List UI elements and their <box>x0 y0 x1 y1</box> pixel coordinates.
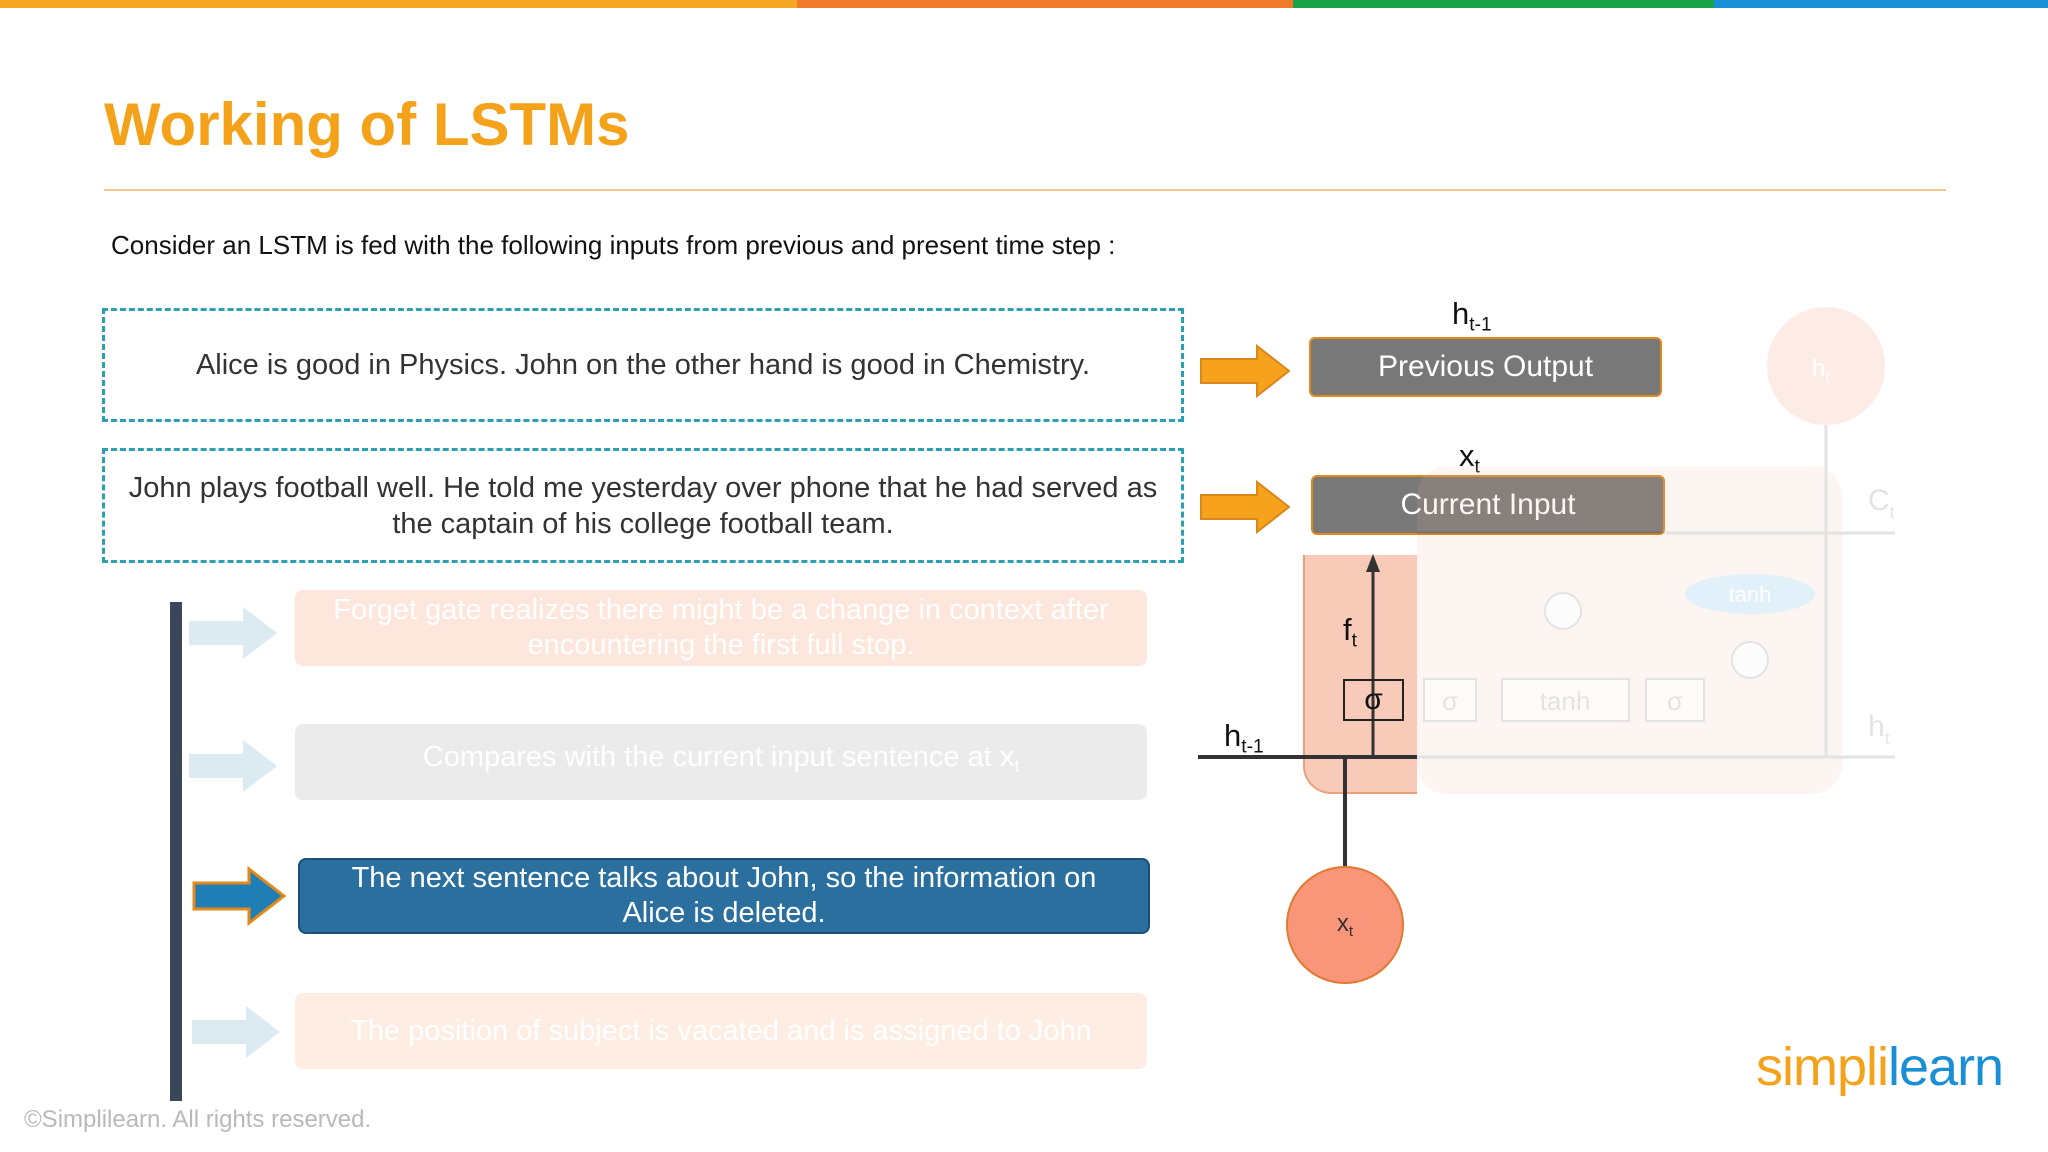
step-4-line: The position of subject is vacated and i… <box>350 1014 1092 1047</box>
forget-gate-column <box>1303 555 1417 794</box>
input-box-current: John plays football well. He told me yes… <box>102 448 1184 563</box>
step-1-line-2: encountering the first full stop. <box>527 629 915 661</box>
right-arrow-icon <box>1200 344 1291 398</box>
h-prev-label: ht-1 <box>1452 296 1492 337</box>
faded-sigma-box <box>1423 678 1477 722</box>
faded-tanh-box <box>1501 678 1630 722</box>
slide-title: Working of LSTMs <box>104 91 630 158</box>
step-subject-assigned: The position of subject is vacated and i… <box>295 993 1147 1069</box>
step-forget-gate: Forget gate realizes there might be a ch… <box>295 590 1147 666</box>
f-gate-sub: t <box>1351 630 1357 652</box>
faded-c-label: Ct <box>1868 484 1895 522</box>
faded-tanh-box-label: tanh <box>1540 686 1591 716</box>
diagram-h-prev-base: h <box>1224 718 1242 753</box>
logo-part-3: learn <box>1888 1037 2004 1097</box>
right-arrow-icon <box>189 607 277 659</box>
input-current-line-2: the captain of his college football team… <box>392 507 894 540</box>
step-2-text: Compares with the current input sentence… <box>422 740 1015 773</box>
x-node-base: x <box>1336 909 1349 937</box>
x-current-sub: t <box>1475 457 1480 478</box>
input-previous-line: Alice is good in Physics. John on the ot… <box>195 349 1091 381</box>
right-arrow-icon <box>192 866 287 926</box>
faded-tanh-oval-label: tanh <box>1729 582 1772 607</box>
faded-sigma-box <box>1645 678 1705 722</box>
faded-multiply-node <box>1544 592 1582 630</box>
top-bar-green <box>1293 0 1714 8</box>
previous-output-box: Previous Output <box>1309 337 1662 397</box>
step-2-sub: t <box>1014 756 1020 777</box>
logo-part-2: i <box>1877 1037 1889 1097</box>
faded-h-output-node <box>1767 307 1885 425</box>
current-input-box: Current Input <box>1311 475 1665 535</box>
x-node-label: xt <box>1337 910 1353 940</box>
right-arrow-icon <box>189 740 277 792</box>
top-color-bar <box>0 0 2048 8</box>
x-node-sub: t <box>1348 924 1354 941</box>
step-compare-input: Compares with the current input sentence… <box>295 724 1147 800</box>
diagram-h-prev-sub: t-1 <box>1241 736 1264 758</box>
step-delete-information: The next sentence talks about John, so t… <box>298 858 1150 934</box>
sigma-box: σ <box>1343 679 1404 721</box>
forget-gate-lines <box>1198 554 1417 866</box>
arrow-up-icon <box>1366 554 1380 572</box>
faded-tanh-oval <box>1685 574 1815 614</box>
faded-lstm-cell: ht Ct ht tanh σ tanh σ <box>1417 307 1895 794</box>
f-gate-base: f <box>1343 612 1352 647</box>
x-current-label: xt <box>1459 438 1480 479</box>
f-gate-label: ft <box>1343 612 1357 653</box>
step-1-line-1: Forget gate realizes there might be a ch… <box>333 594 1109 626</box>
top-bar-orange <box>0 0 797 8</box>
right-arrow-icon <box>1200 480 1291 534</box>
copyright-text: ©Simplilearn. All rights reserved. <box>24 1106 372 1133</box>
timeline-bar <box>170 602 182 1101</box>
top-bar-dark-orange <box>797 0 1293 8</box>
x-current-base: x <box>1459 438 1475 473</box>
step-2-line: Compares with the current input sentence… <box>423 740 1019 784</box>
title-divider <box>104 189 1946 191</box>
top-bar-blue <box>1714 0 2048 8</box>
faded-sigma-label-2: σ <box>1667 686 1683 716</box>
h-prev-sub: t-1 <box>1469 314 1492 336</box>
faded-h-right-label: ht <box>1868 710 1890 748</box>
step-3-line-2: Alice is deleted. <box>622 897 826 929</box>
faded-cell-body <box>1417 466 1842 794</box>
diagram-h-prev-label: ht-1 <box>1224 718 1264 759</box>
intro-text: Consider an LSTM is fed with the followi… <box>111 230 1116 260</box>
input-box-previous: Alice is good in Physics. John on the ot… <box>102 308 1184 422</box>
right-arrow-icon <box>192 1006 280 1058</box>
faded-h-top-label: ht <box>1812 355 1830 386</box>
logo-part-1: simpl <box>1756 1037 1878 1097</box>
faded-sigma-label-1: σ <box>1442 686 1458 716</box>
faded-multiply-node <box>1731 641 1769 679</box>
h-prev-base: h <box>1452 296 1470 331</box>
x-input-node: xt <box>1286 866 1404 984</box>
simplilearn-logo: simplilearn <box>1756 1036 2004 1098</box>
step-3-line-1: The next sentence talks about John, so t… <box>351 862 1097 894</box>
input-current-line-1: John plays football well. He told me yes… <box>128 471 1158 504</box>
